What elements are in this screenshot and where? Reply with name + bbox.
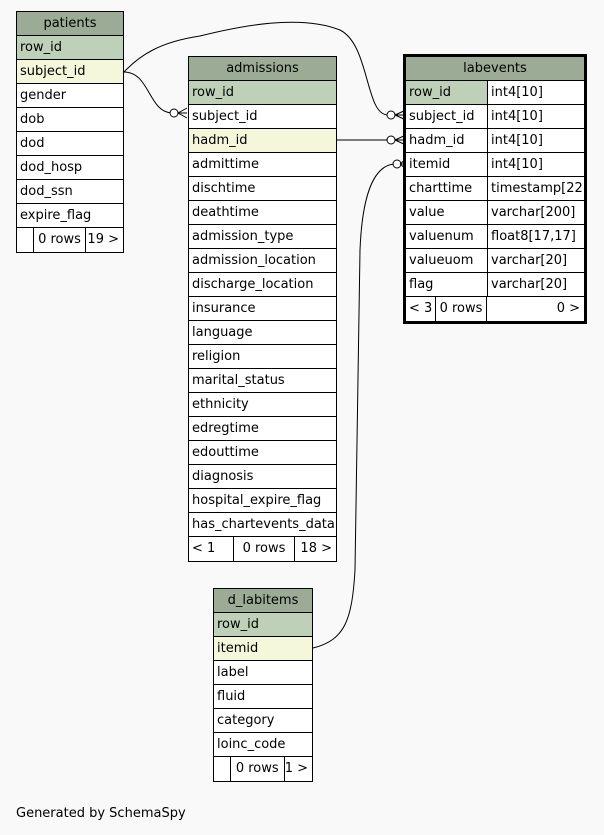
table-title[interactable]: d_labitems bbox=[214, 589, 312, 613]
column-edouttime[interactable]: edouttime bbox=[189, 441, 336, 465]
column-row-id[interactable]: row_id bbox=[214, 613, 312, 637]
column-row-id[interactable]: row_id bbox=[189, 81, 336, 105]
table-title[interactable]: patients bbox=[17, 12, 123, 36]
column-edregtime[interactable]: edregtime bbox=[189, 417, 336, 441]
parents-count[interactable] bbox=[214, 757, 231, 781]
column-category[interactable]: category bbox=[214, 709, 312, 733]
row-count: 0 rows bbox=[231, 757, 285, 781]
cardinality-circle bbox=[169, 108, 179, 118]
column-gender[interactable]: gender bbox=[17, 84, 123, 108]
column-dod-hosp[interactable]: dod_hosp bbox=[17, 156, 123, 180]
column-diagnosis[interactable]: diagnosis bbox=[189, 465, 336, 489]
children-count[interactable]: 1 > bbox=[284, 761, 308, 776]
row-count: 0 rows bbox=[34, 228, 86, 252]
table-title[interactable]: admissions bbox=[189, 57, 336, 81]
parents-count[interactable]: < 1 bbox=[189, 537, 234, 561]
column-expire-flag[interactable]: expire_flag bbox=[17, 204, 123, 228]
cardinality-circle bbox=[386, 110, 396, 120]
column-dod-ssn[interactable]: dod_ssn bbox=[17, 180, 123, 204]
column-admittime[interactable]: admittime bbox=[189, 153, 336, 177]
column-dob[interactable]: dob bbox=[17, 108, 123, 132]
column-language[interactable]: language bbox=[189, 321, 336, 345]
column-hospital-expire-flag[interactable]: hospital_expire_flag bbox=[189, 489, 336, 513]
table-footer: 0 rows 1 > bbox=[214, 757, 312, 781]
column-admission-location[interactable]: admission_location bbox=[189, 249, 336, 273]
edge-patients-admissions bbox=[123, 71, 173, 114]
table-footer: 0 rows 19 > bbox=[17, 228, 123, 252]
column-insurance[interactable]: insurance bbox=[189, 297, 336, 321]
table-footer: < 3 0 rows 0 > bbox=[406, 297, 584, 321]
children-count[interactable]: 0 > bbox=[556, 301, 580, 316]
table-footer: < 1 0 rows 18 > bbox=[189, 537, 336, 561]
column-deathtime[interactable]: deathtime bbox=[189, 201, 336, 225]
column-admission-type[interactable]: admission_type bbox=[189, 225, 336, 249]
generated-by-caption: Generated by SchemaSpy bbox=[16, 806, 186, 821]
column-label[interactable]: label bbox=[214, 661, 312, 685]
column-ethnicity[interactable]: ethnicity bbox=[189, 393, 336, 417]
column-marital-status[interactable]: marital_status bbox=[189, 369, 336, 393]
parents-count[interactable] bbox=[17, 228, 34, 252]
column-has-chartevents-data[interactable]: has_chartevents_data bbox=[189, 513, 336, 537]
column-subject-id[interactable]: subject_id bbox=[17, 60, 123, 84]
column-dischtime[interactable]: dischtime bbox=[189, 177, 336, 201]
column-fluid[interactable]: fluid bbox=[214, 685, 312, 709]
table-patients[interactable]: patients row_id subject_id gender dob do… bbox=[16, 11, 124, 253]
children-count[interactable]: 19 > bbox=[87, 232, 119, 247]
cardinality-circle bbox=[392, 159, 402, 169]
table-title[interactable]: labevents bbox=[406, 57, 584, 81]
column-row-id[interactable]: row_id bbox=[17, 36, 123, 60]
row-count: 0 rows bbox=[234, 537, 295, 561]
table-admissions[interactable]: admissions row_id subject_id hadm_id adm… bbox=[188, 56, 337, 562]
column-dod[interactable]: dod bbox=[17, 132, 123, 156]
column-hadm-id[interactable]: hadm_id bbox=[189, 129, 336, 153]
crow-foot bbox=[177, 107, 188, 119]
column-religion[interactable]: religion bbox=[189, 345, 336, 369]
row-count: 0 rows bbox=[436, 297, 487, 321]
children-count[interactable]: 18 > bbox=[300, 541, 332, 556]
column-loinc-code[interactable]: loinc_code bbox=[214, 733, 312, 757]
cardinality-circle bbox=[386, 135, 396, 145]
column-discharge-location[interactable]: discharge_location bbox=[189, 273, 336, 297]
parents-count[interactable]: < 3 bbox=[406, 297, 436, 321]
column-itemid[interactable]: itemid bbox=[214, 637, 312, 661]
column-subject-id[interactable]: subject_id bbox=[189, 105, 336, 129]
table-d-labitems[interactable]: d_labitems row_id itemid label fluid cat… bbox=[213, 588, 313, 782]
